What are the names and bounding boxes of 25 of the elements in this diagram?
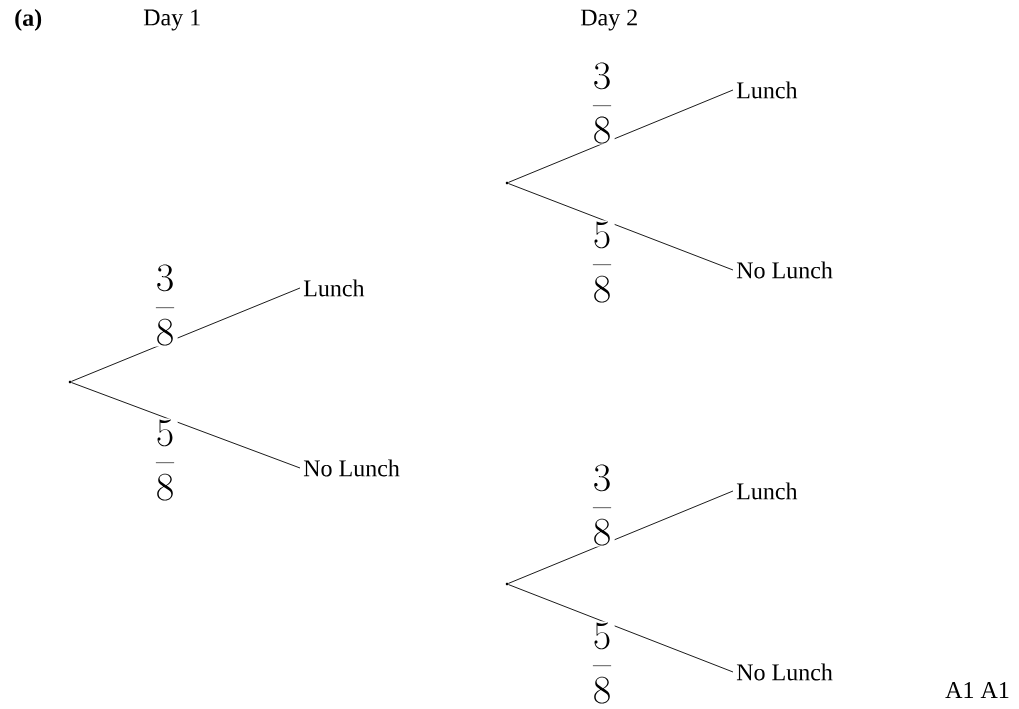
- column-heading: Day 1: [143, 9, 200, 31]
- outcome-label: Lunch: [736, 482, 798, 500]
- branch-point: [505, 582, 509, 586]
- branch-line: [70, 287, 301, 382]
- edge-label: $\frac{5}{8}$: [152, 418, 178, 502]
- outcome-label: No Lunch: [736, 261, 833, 279]
- edge-label: $\frac{3}{8}$: [152, 263, 178, 347]
- branch-line: [507, 584, 734, 673]
- mark-scheme-note: A1 A1: [945, 682, 1009, 698]
- edge-label: $\frac{3}{8}$: [589, 61, 615, 145]
- outcome-label: No Lunch: [303, 459, 400, 477]
- column-heading: Day 2: [580, 9, 637, 31]
- branch-line: [507, 89, 734, 183]
- outcome-label: Lunch: [736, 81, 798, 99]
- branch-line: [507, 490, 734, 584]
- outcome-label: No Lunch: [736, 663, 833, 681]
- part-label: (a): [15, 9, 42, 31]
- branch-point: [505, 181, 509, 185]
- branch-line: [507, 183, 734, 271]
- outcome-label: Lunch: [303, 279, 365, 297]
- edge-label: $\frac{3}{8}$: [589, 463, 615, 547]
- branch-point: [68, 380, 72, 384]
- edge-label: $\frac{5}{8}$: [589, 220, 615, 304]
- branch-line: [70, 382, 301, 469]
- edge-label: $\frac{5}{8}$: [589, 621, 615, 705]
